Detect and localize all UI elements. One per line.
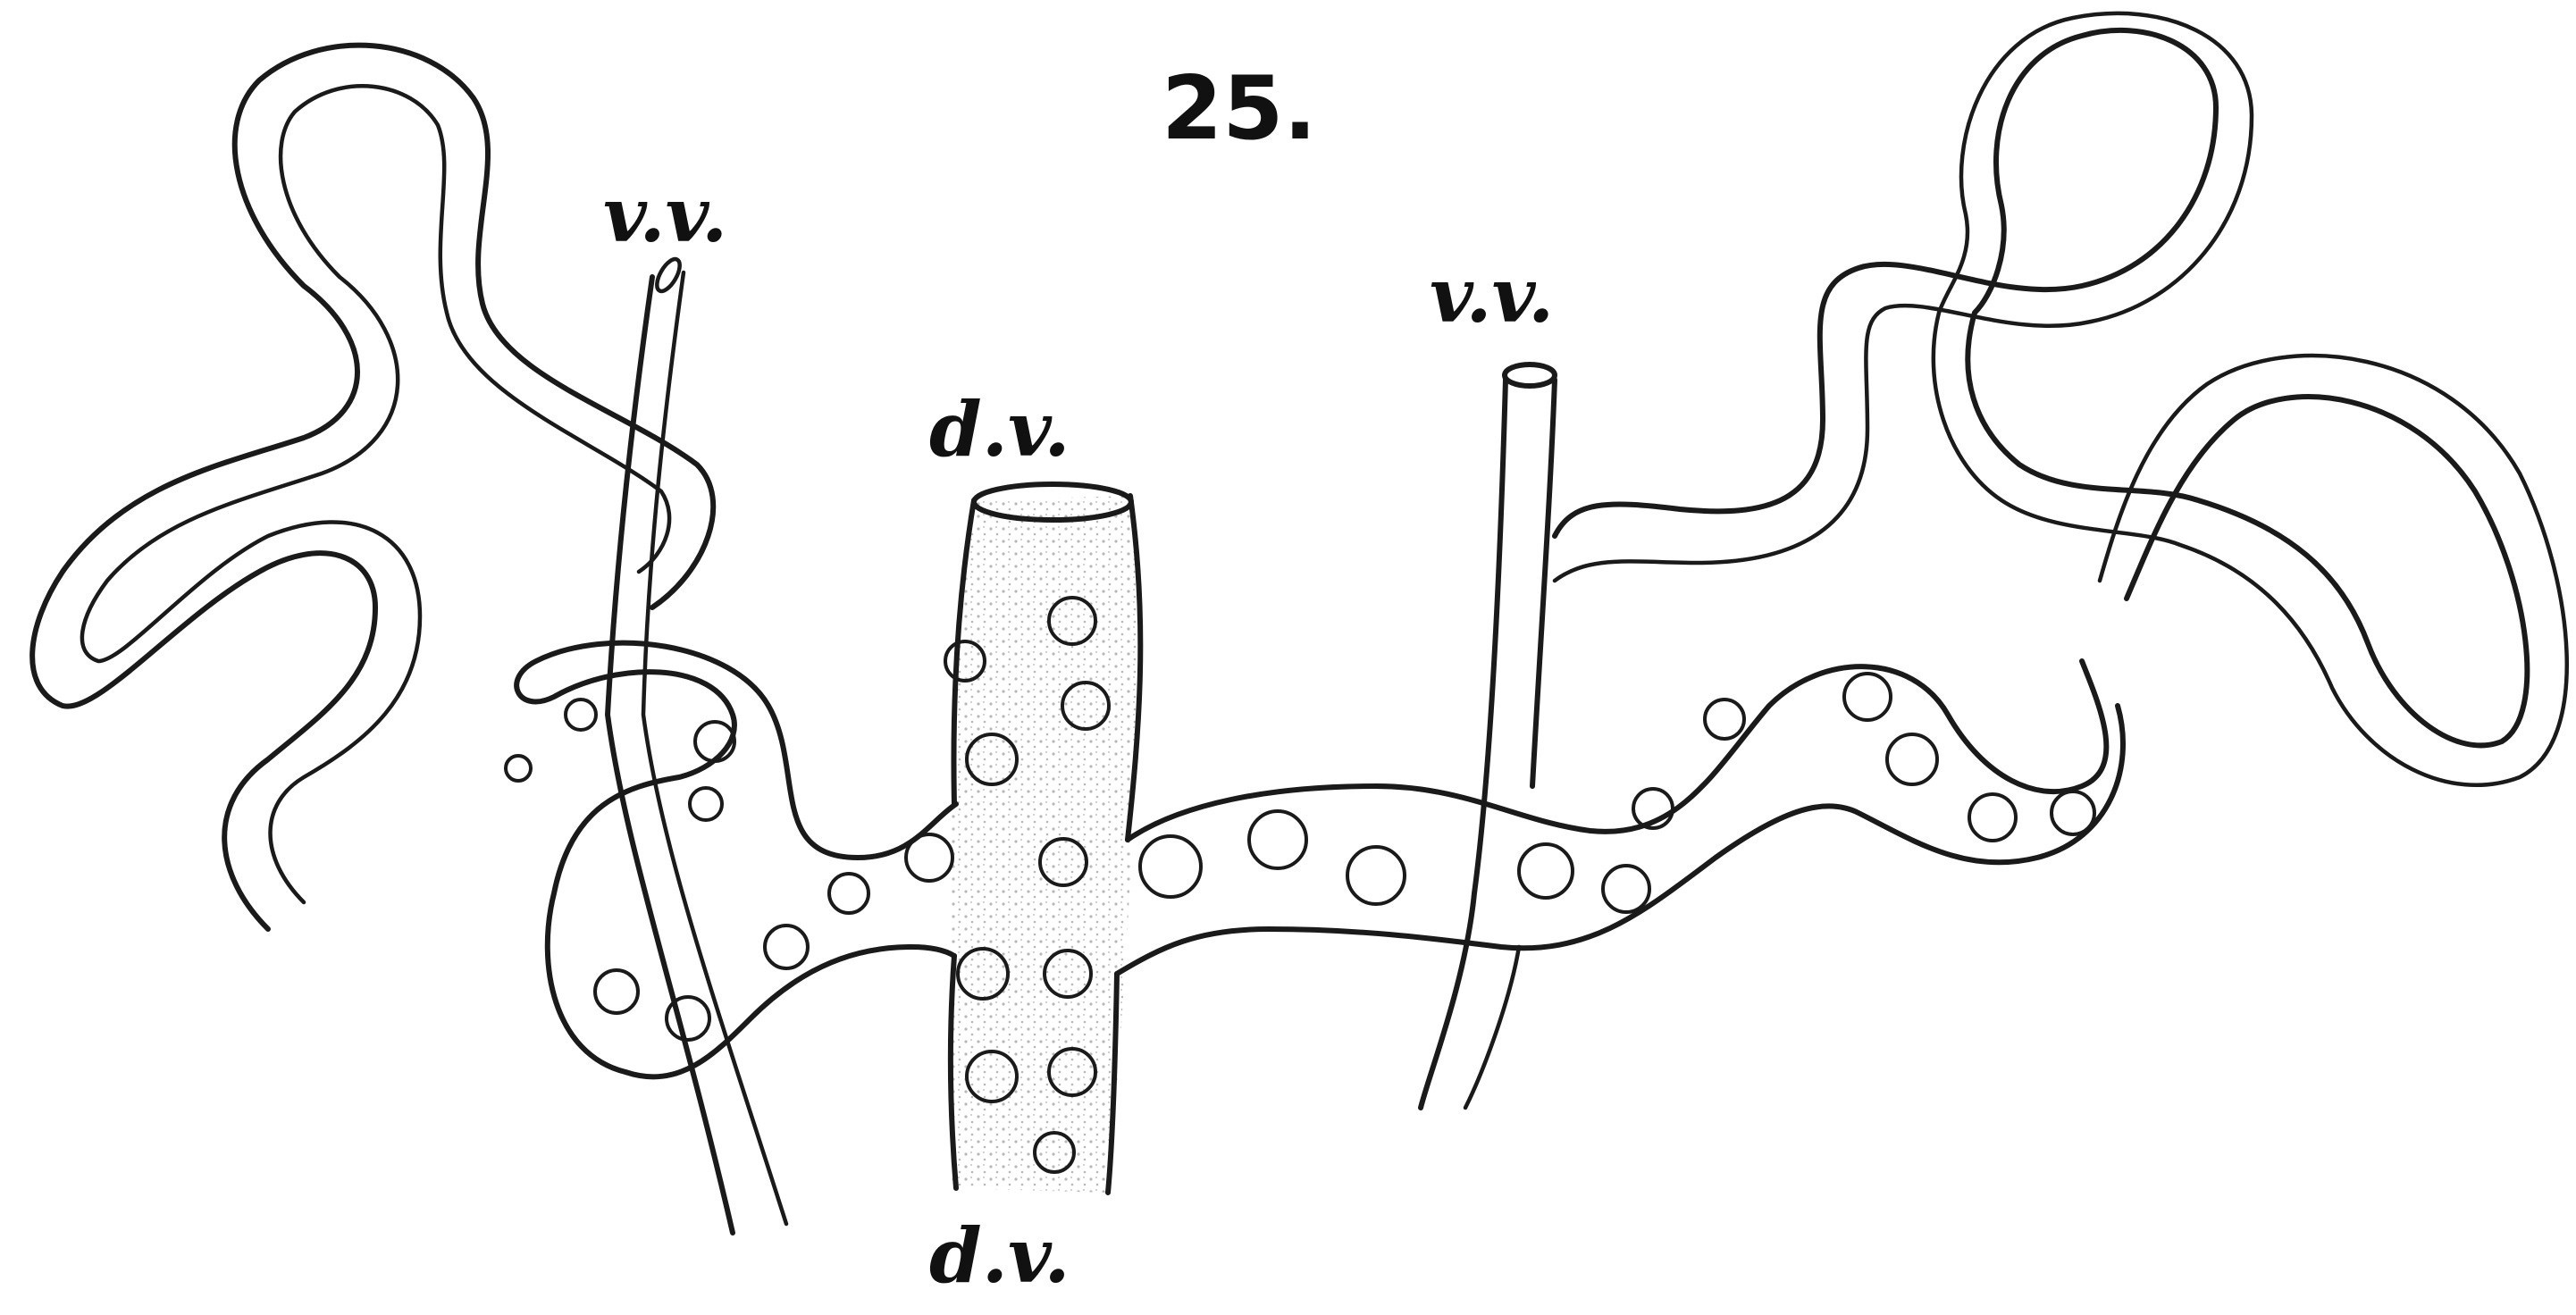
figure-number: 25.	[1162, 58, 1317, 160]
dorsal-vessel	[949, 484, 1141, 1193]
label-dv-bottom: d.v.	[929, 1211, 1070, 1300]
label-vv-left: v.v.	[603, 171, 727, 259]
label-dv-top: d.v.	[929, 385, 1070, 473]
main-coiled-tubule	[506, 598, 2123, 1172]
right-ventral-vessel	[1421, 364, 1555, 1108]
right-looped-tubule	[1555, 13, 2567, 785]
label-vv-right: v.v.	[1430, 251, 1554, 339]
